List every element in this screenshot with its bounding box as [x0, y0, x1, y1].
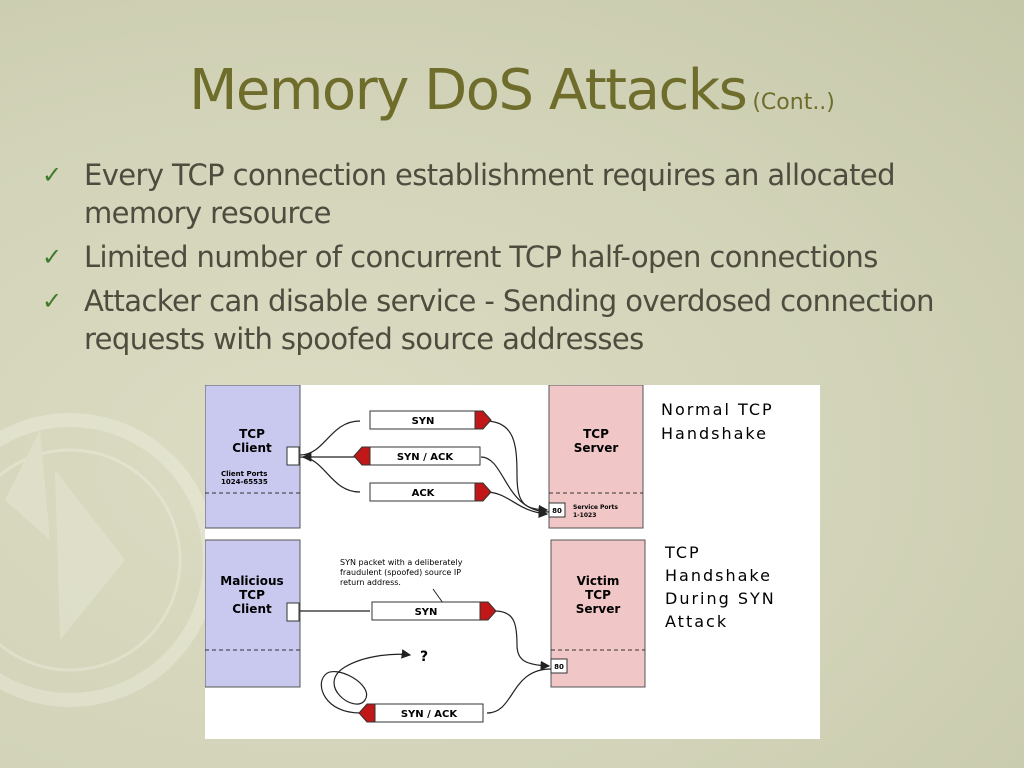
tcp-handshake-diagram: TCP Client Client Ports 1024-65535 TCP S…	[204, 384, 820, 739]
bullet-list: ✓ Every TCP connection establishment req…	[40, 156, 980, 364]
packet-label: SYN	[415, 607, 438, 618]
victim-server-title: Server	[576, 602, 621, 616]
bullet-text: Every TCP connection establishment requi…	[84, 158, 896, 230]
title-text: Memory DoS Attacks	[189, 58, 748, 123]
attack-packet-syn: SYN	[371, 601, 497, 621]
attack-caption-line: Attack	[665, 612, 728, 631]
normal-caption-line: Normal TCP	[661, 400, 774, 419]
attack-caption-line: During SYN	[665, 589, 776, 608]
bullet-item: ✓ Every TCP connection establishment req…	[40, 156, 980, 232]
bullet-item: ✓ Limited number of concurrent TCP half-…	[40, 238, 980, 276]
packet-label: ACK	[412, 488, 436, 499]
malicious-client-title: Client	[232, 602, 272, 616]
syn-attack: Malicious TCP Client Victim TCP Server 8…	[204, 539, 776, 723]
victim-port-number: 80	[554, 663, 564, 671]
malicious-client-box: Malicious TCP Client	[204, 539, 301, 688]
client-port-socket	[286, 446, 300, 466]
packet-ack: ACK	[369, 482, 492, 502]
spoof-note-line: return address.	[340, 578, 401, 587]
packet-syn-ack: SYN / ACK	[353, 446, 481, 466]
compass-needle-icon	[55, 470, 125, 640]
victim-port-socket	[550, 658, 568, 674]
server-port-number: 80	[552, 507, 562, 515]
attack-caption-line: Handshake	[665, 566, 772, 585]
attack-packet-syn-ack: SYN / ACK	[358, 703, 484, 723]
bullet-item: ✓ Attacker can disable service - Sending…	[40, 282, 980, 358]
checkmark-icon: ✓	[42, 161, 62, 189]
normal-server-title: TCP	[583, 427, 609, 441]
service-ports-range: 1-1023	[573, 512, 596, 519]
normal-client-title: TCP	[239, 427, 265, 441]
normal-client-box: TCP Client Client Ports 1024-65535	[204, 384, 301, 529]
spoof-note-line: fraudulent (spoofed) source IP	[340, 568, 461, 577]
normal-caption-line: Handshake	[661, 424, 768, 443]
service-ports-label: Service Ports	[573, 504, 618, 511]
normal-server-title: Server	[574, 441, 619, 455]
client-ports-label: Client Ports	[221, 470, 267, 478]
bullet-text: Attacker can disable service - Sending o…	[84, 284, 934, 356]
normal-server-box: TCP Server 80 Service Ports 1-1023	[548, 384, 644, 529]
normal-client-title: Client	[232, 441, 272, 455]
title-suffix: (Cont..)	[752, 90, 835, 115]
client-ports-range: 1024-65535	[221, 478, 268, 486]
bullet-text: Limited number of concurrent TCP half-op…	[84, 240, 878, 274]
spoof-note-line: SYN packet with a deliberately	[340, 558, 463, 567]
unknown-destination-mark: ?	[420, 649, 428, 665]
slide-title: Memory DoS Attacks(Cont..)	[0, 58, 1024, 123]
packet-label: SYN / ACK	[401, 709, 459, 720]
victim-server-title: TCP	[585, 588, 611, 602]
attack-caption-line: TCP	[664, 543, 701, 562]
checkmark-icon: ✓	[42, 243, 62, 271]
server-port-socket	[548, 502, 566, 518]
malicious-client-socket	[286, 602, 300, 622]
malicious-client-title: TCP	[239, 588, 265, 602]
packet-label: SYN	[412, 416, 435, 427]
packet-syn: SYN	[369, 410, 492, 430]
normal-handshake: TCP Client Client Ports 1024-65535 TCP S…	[204, 384, 774, 529]
malicious-client-title: Malicious	[220, 574, 283, 588]
victim-server-box: Victim TCP Server 80	[550, 539, 646, 688]
victim-server-title: Victim	[577, 574, 620, 588]
packet-label: SYN / ACK	[397, 452, 455, 463]
checkmark-icon: ✓	[42, 287, 62, 315]
